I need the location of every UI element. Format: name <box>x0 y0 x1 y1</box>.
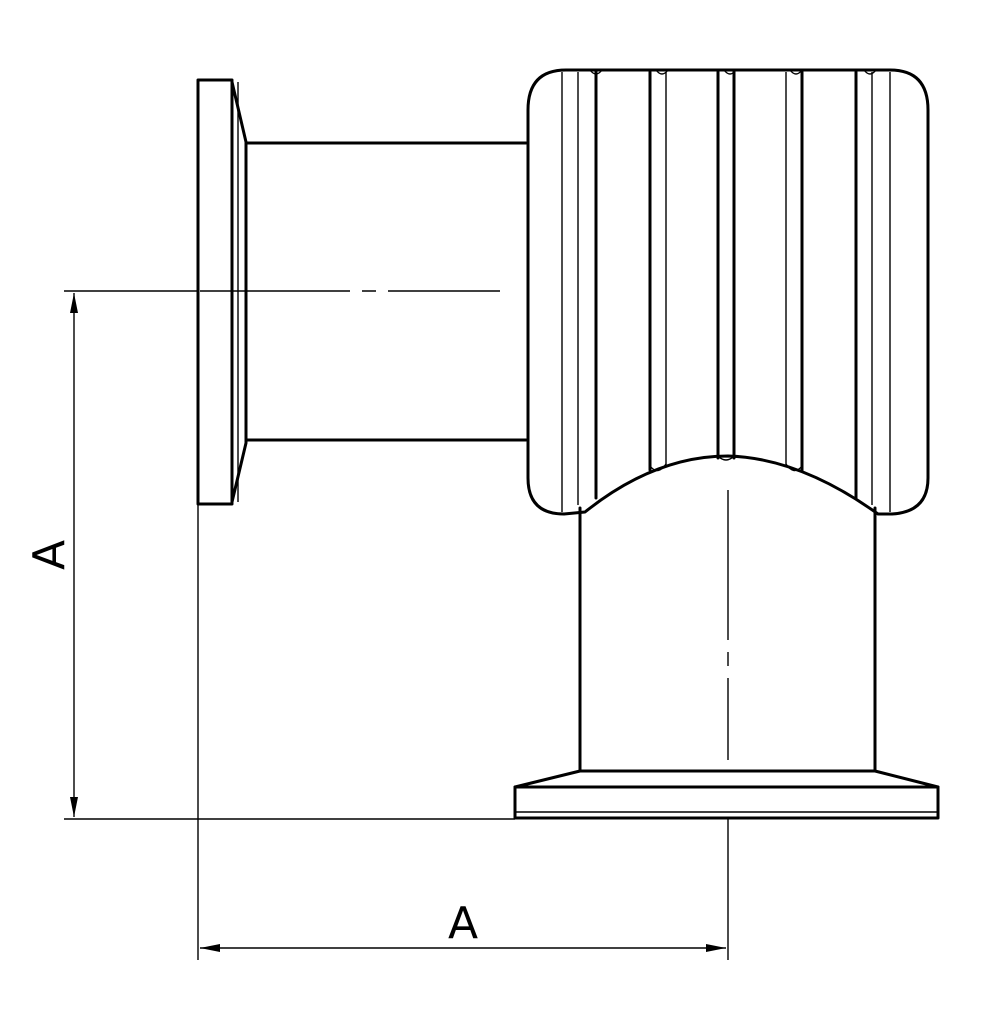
bottom-pipe <box>578 506 877 773</box>
horizontal-dimension: A <box>197 504 729 960</box>
left-pipe <box>244 141 528 442</box>
centerlines <box>200 290 729 760</box>
elbow-body <box>526 68 930 516</box>
horizontal-dimension-label: A <box>448 898 478 949</box>
vertical-dimension: A <box>24 290 515 820</box>
vertical-dimension-label: A <box>24 540 75 570</box>
bottom-flange <box>513 769 940 820</box>
left-flange <box>196 78 248 506</box>
